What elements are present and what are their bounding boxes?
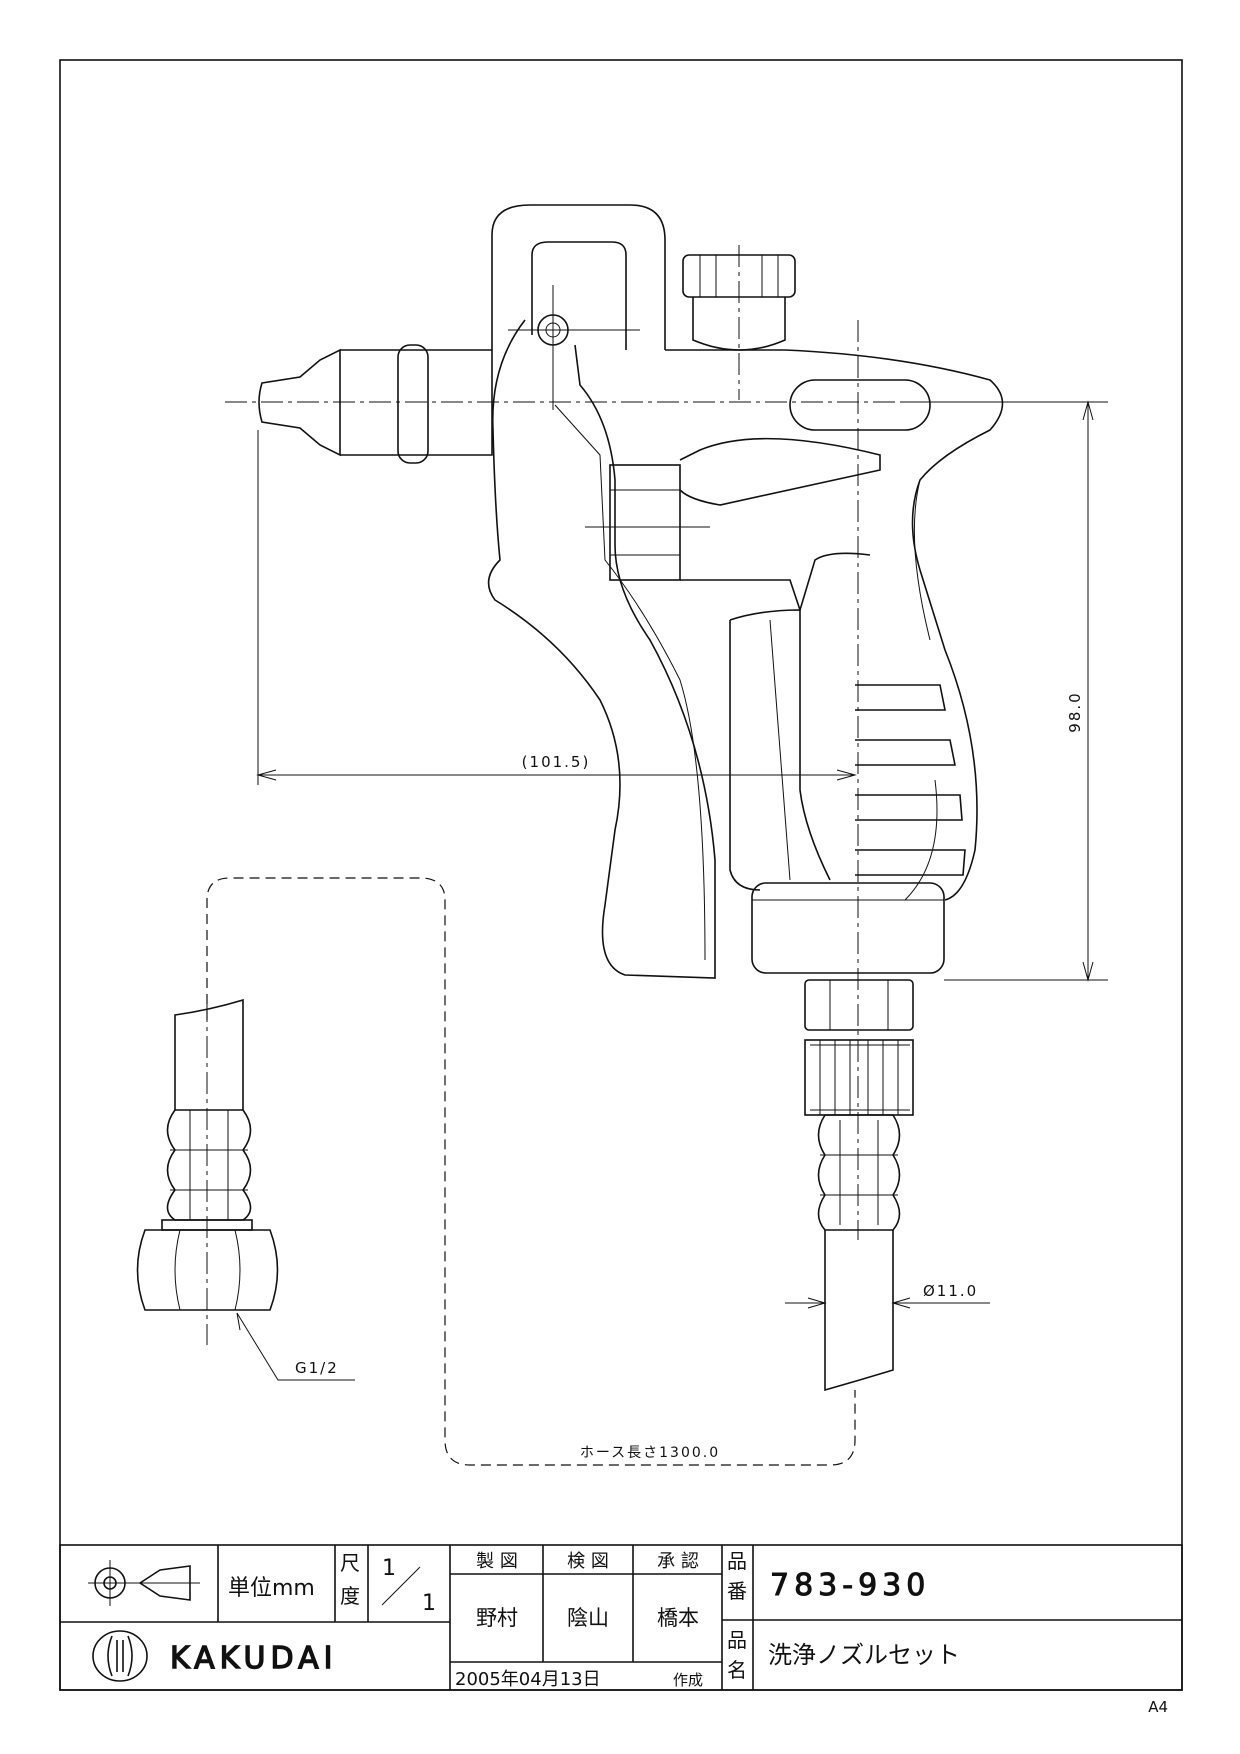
diameter-dimension-label: Ø11.0: [923, 1282, 978, 1300]
height-dimension-label: 98.0: [1066, 691, 1084, 732]
name-draft: 野村: [476, 1606, 518, 1630]
part-no-label-1: 品: [727, 1549, 747, 1573]
spray-gun-body: [225, 204, 1100, 1392]
created-label: 作成: [673, 1671, 703, 1689]
name-approve: 橋本: [657, 1606, 699, 1630]
paper-size-label: A4: [1148, 1698, 1168, 1716]
role-approve: 承 認: [657, 1551, 699, 1572]
unit-label: 単位mm: [228, 1576, 315, 1601]
role-draft: 製 図: [476, 1551, 518, 1572]
part-number: 783-930: [770, 1568, 930, 1603]
scale-denominator: 1: [422, 1591, 436, 1616]
dimension-length: (101.5): [256, 430, 857, 785]
scale-label-1: 尺: [340, 1551, 360, 1575]
thread-label: G1/2: [295, 1359, 339, 1377]
part-name: 洗浄ノズルセット: [768, 1641, 960, 1669]
length-dimension-label: (101.5): [522, 753, 591, 771]
kakudai-logo-icon: [92, 1630, 148, 1682]
hose-path: [206, 877, 856, 1466]
name-check: 陰山: [567, 1606, 609, 1630]
creation-date: 2005年04月13日: [455, 1669, 601, 1690]
scale-label-2: 度: [340, 1584, 360, 1608]
dimension-hose-diameter: Ø11.0: [785, 1282, 990, 1309]
hose-length-label: ホース長さ1300.0: [580, 1445, 720, 1461]
role-check: 検 図: [567, 1551, 609, 1572]
part-name-label-1: 品: [727, 1628, 747, 1652]
hose-fitting-left: [136, 998, 279, 1345]
scale-numerator: 1: [382, 1556, 396, 1581]
part-name-label-2: 名: [727, 1658, 747, 1682]
dimension-thread: G1/2: [236, 1312, 355, 1381]
dimension-height: 98.0: [900, 400, 1108, 982]
brand-name: KAKUDAI: [170, 1641, 337, 1676]
part-no-label-2: 番: [727, 1579, 747, 1603]
third-angle-projection-icon: [88, 1560, 200, 1606]
title-block: 単位mm 尺 度 1 1 KAKUDAI 製 図 検 図 承 認 野村 陰山 橋…: [59, 1544, 1183, 1691]
